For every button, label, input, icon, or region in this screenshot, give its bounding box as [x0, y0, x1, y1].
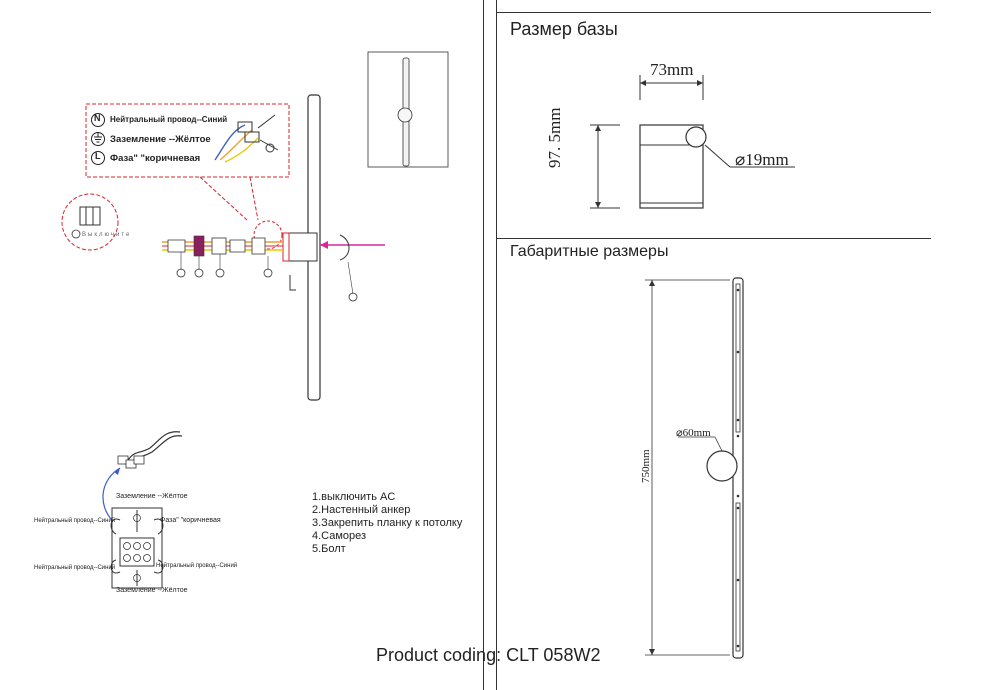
- base-width-label: 73mm: [650, 60, 694, 79]
- step-item: 5.Болт: [312, 543, 346, 555]
- phase-symbol-letter: L: [95, 151, 101, 161]
- switch-circle: [61, 193, 119, 251]
- overall-diameter-label: ⌀60mm: [676, 427, 711, 439]
- base-diameter-label: ⌀19mm: [735, 150, 789, 169]
- step-item: 4.Саморез: [312, 530, 367, 542]
- wiring-callout: [61, 51, 449, 401]
- phase-symbol-icon: [91, 151, 105, 165]
- frame-top-right: [496, 12, 931, 13]
- base-knob-circle: [685, 126, 707, 148]
- base-size-drawing: [590, 75, 795, 209]
- steps-list: 1.выключить AC 2.Настенный анкер 3.Закре…: [312, 491, 462, 556]
- terminal-label-neutral-left-bottom: Нейтральный провод--Синий: [34, 565, 116, 571]
- frame-right-divider: [496, 0, 497, 690]
- terminal-label-neutral-left-top: Нейтральный провод--Синий: [34, 518, 116, 524]
- terminal-label-ground-bottom: Заземление --Жёлтое: [116, 587, 188, 594]
- legend-phase: Фаза" "коричневая: [110, 153, 201, 164]
- step-item: 2.Настенный анкер: [312, 504, 411, 516]
- product-coding: Product coding: CLT 058W2: [376, 645, 601, 665]
- terminal-block-drawing: [102, 431, 183, 589]
- terminal-label-ground-top: Заземление --Жёлтое: [116, 493, 188, 500]
- base-body: [639, 124, 704, 209]
- base-height-label: 97. 5mm: [545, 107, 564, 168]
- base-size-title: Размер базы: [510, 19, 618, 39]
- overall-size-title: Габаритные размеры: [510, 243, 669, 260]
- frame-mid-right: [496, 238, 931, 239]
- overall-length-label: 750mm: [640, 449, 652, 483]
- lamp-globe: [706, 450, 738, 482]
- step-item: 3.Закрепить планку к потолку: [312, 517, 463, 529]
- switch-caption: Выключите: [82, 232, 132, 238]
- frame-left-divider: [483, 0, 484, 690]
- legend-ground: Заземление --Жёлтое: [110, 134, 211, 145]
- step-item: 1.выключить AC: [312, 491, 396, 503]
- legend-symbols: [91, 113, 105, 165]
- terminal-label-neutral-right: Нейтральный провод--Синий: [156, 563, 238, 569]
- neutral-symbol-letter: N: [94, 113, 101, 123]
- legend-neutral: Нейтральный провод--Синий: [110, 115, 228, 124]
- terminal-label-phase: Фаза" "коричневая: [160, 517, 221, 524]
- neutral-symbol-icon: [91, 113, 105, 127]
- overall-size-drawing: [645, 277, 744, 659]
